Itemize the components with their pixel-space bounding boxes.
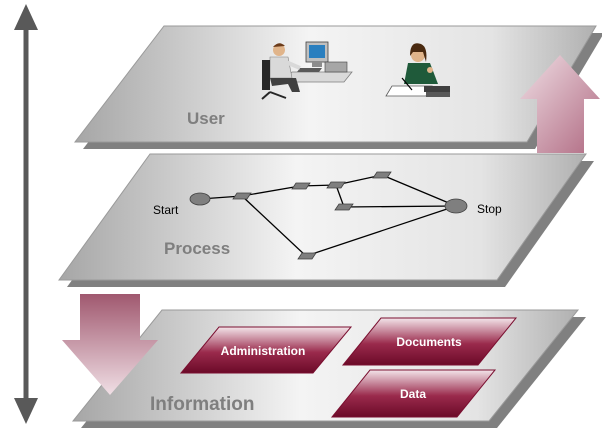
computer-user-icon (261, 41, 353, 100)
start-label: Start (153, 203, 179, 217)
process-step-node (291, 182, 311, 190)
process-step-node (326, 181, 346, 189)
information-box-documents: Documents (341, 317, 518, 366)
process-step-node (232, 192, 252, 200)
process-step-node (334, 203, 354, 211)
process-plane (58, 153, 587, 281)
information-box-administration: Administration (179, 326, 353, 374)
information-box-data: Data (330, 369, 497, 418)
writing-person-icon (385, 43, 450, 97)
documents-label: Documents (396, 335, 462, 349)
data-label: Data (400, 387, 426, 401)
user-layer (73, 25, 602, 149)
start-node (189, 192, 211, 206)
up-arrow-icon (520, 55, 600, 153)
process-step-node (297, 252, 317, 260)
process-nodes (189, 171, 468, 260)
stop-label: Stop (477, 202, 502, 216)
user-plane (73, 25, 597, 143)
vertical-double-arrow-icon (14, 4, 38, 424)
process-step-node (372, 171, 392, 179)
process-layer (58, 153, 594, 287)
information-layer-label: Information (150, 394, 255, 415)
process-layer-label: Process (164, 239, 230, 258)
down-arrow-icon (62, 294, 158, 395)
user-layer-label: User (187, 109, 225, 128)
stop-node (444, 198, 468, 214)
administration-label: Administration (221, 344, 306, 358)
